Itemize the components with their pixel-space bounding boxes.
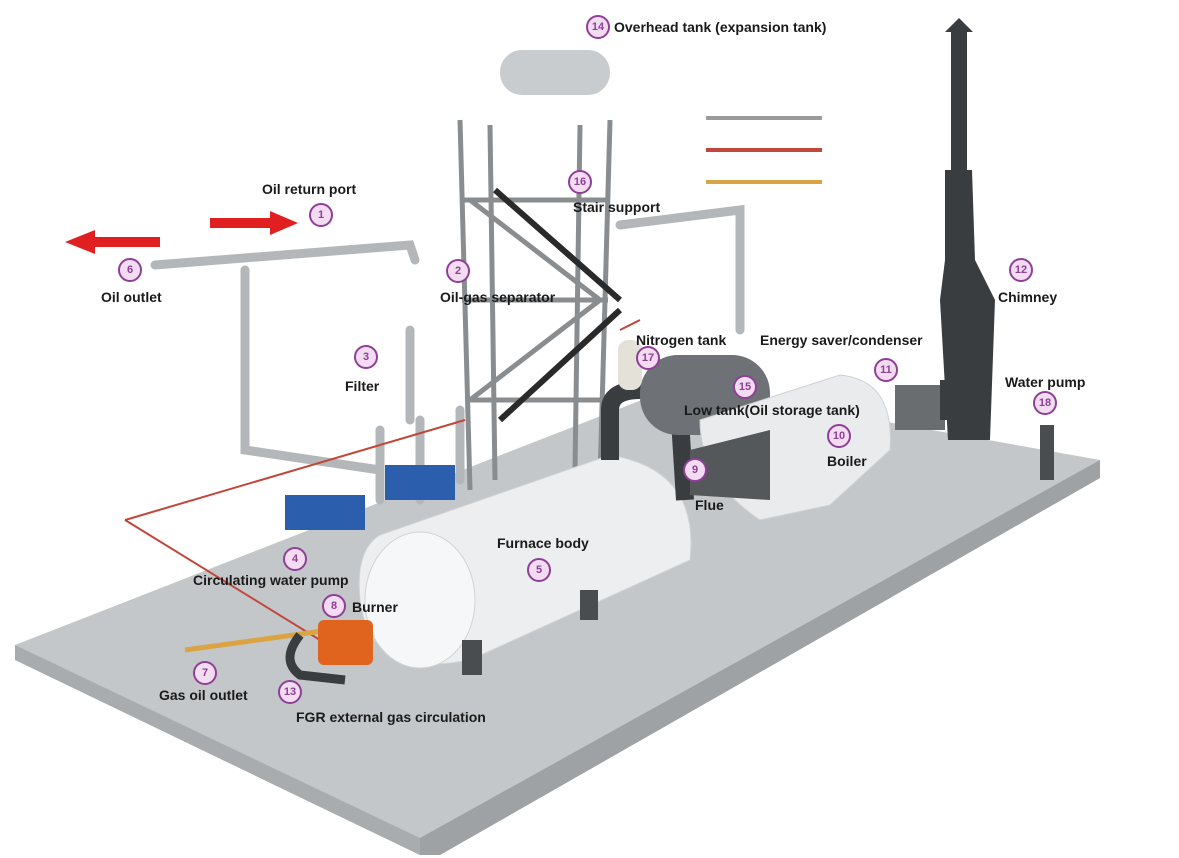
badge-13: 13	[278, 680, 302, 704]
badge-2: 2	[446, 259, 470, 283]
label-flue: Flue	[695, 497, 724, 513]
badge-12: 12	[1009, 258, 1033, 282]
badge-9: 9	[683, 458, 707, 482]
badge-8: 8	[322, 594, 346, 618]
badge-17: 17	[636, 346, 660, 370]
label-stair-support: Stair support	[573, 199, 661, 215]
label-boiler: Boiler	[827, 453, 867, 469]
badge-1: 1	[309, 203, 333, 227]
label-furnace-body: Furnace body	[497, 535, 589, 551]
label-gas-oil-outlet: Gas oil outlet	[159, 687, 248, 703]
badge-5: 5	[527, 558, 551, 582]
overhead-tank	[500, 50, 610, 95]
label-oil-gas-separator: Oil-gas separator	[440, 289, 556, 305]
label-overhead-tank: Overhead tank (expansion tank)	[614, 19, 827, 35]
badge-15: 15	[733, 375, 757, 399]
water-pump-unit	[1040, 425, 1054, 480]
label-nitrogen-tank: Nitrogen tank	[636, 332, 727, 348]
badge-7: 7	[193, 661, 217, 685]
label-energy-saver: Energy saver/condenser	[760, 332, 923, 348]
badge-6: 6	[118, 258, 142, 282]
badge-3: 3	[354, 345, 378, 369]
label-chimney: Chimney	[998, 289, 1058, 305]
burner	[318, 620, 373, 665]
label-oil-return-port: Oil return port	[262, 181, 357, 197]
badge-4: 4	[283, 547, 307, 571]
circulating-water-pump	[285, 495, 365, 530]
label-burner: Burner	[352, 599, 398, 615]
label-oil-outlet: Oil outlet	[101, 289, 162, 305]
oil-return-arrow	[210, 211, 298, 235]
badge-16: 16	[568, 170, 592, 194]
label-fgr: FGR external gas circulation	[296, 709, 486, 725]
label-low-tank: Low tank(Oil storage tank)	[684, 402, 860, 418]
badge-18: 18	[1033, 391, 1057, 415]
oil-outlet-arrow	[65, 230, 160, 254]
badge-10: 10	[827, 424, 851, 448]
label-water-pump: Water pump	[1005, 374, 1086, 390]
label-circulating-water-pump: Circulating water pump	[193, 572, 349, 588]
label-filter: Filter	[345, 378, 380, 394]
badge-14: 14	[586, 15, 610, 39]
badge-11: 11	[874, 358, 898, 382]
chimney	[940, 170, 995, 440]
energy-saver	[895, 385, 945, 430]
